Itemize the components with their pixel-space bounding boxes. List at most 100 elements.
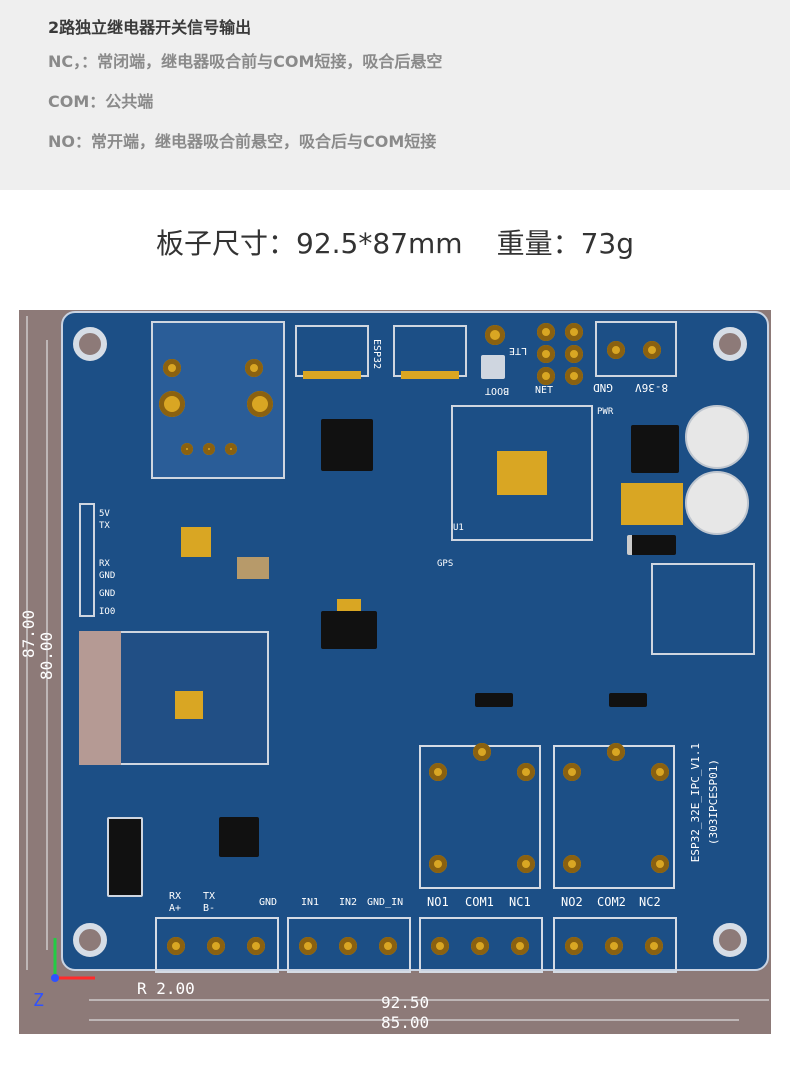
diode bbox=[627, 535, 676, 555]
uart-header bbox=[79, 503, 95, 617]
header-pin bbox=[537, 367, 555, 385]
dimension-lines bbox=[26, 316, 769, 1021]
terminal-pin bbox=[247, 937, 265, 955]
info-title: 2路独立继电器开关信号输出 bbox=[48, 18, 252, 37]
esp32-antenna bbox=[79, 631, 121, 765]
label-b-minus: B- bbox=[203, 903, 216, 914]
label-no1: NO1 bbox=[427, 895, 449, 909]
mount-hole-tr bbox=[713, 327, 747, 361]
esp32-gnd-pad bbox=[175, 691, 203, 719]
rj45-pin bbox=[245, 359, 263, 377]
axis-z-label: Z bbox=[33, 990, 44, 1011]
relay-1-terminal bbox=[419, 917, 543, 973]
info-line-no: NO：常开端，继电器吸合前悬空，吸合后与COM短接 bbox=[48, 132, 437, 151]
dim-width-inner: 85.00 bbox=[381, 1013, 430, 1032]
info-line-nc: NC，：常闭端，继电器吸合前与COM短接，吸合后悬空 bbox=[48, 52, 443, 71]
dim-width-outer: 92.50 bbox=[381, 993, 430, 1012]
header-pin bbox=[565, 345, 583, 363]
label-rx: RX bbox=[169, 891, 182, 902]
sim-card-holder bbox=[651, 563, 755, 655]
pwr-label: PWR bbox=[597, 407, 614, 417]
relay-pin bbox=[429, 763, 447, 781]
relay-driver-1 bbox=[475, 693, 513, 707]
terminal-pin bbox=[167, 937, 185, 955]
label-in2: IN2 bbox=[339, 897, 358, 908]
rs485-terminal bbox=[155, 917, 279, 973]
header-label-5v: 5V bbox=[99, 509, 110, 519]
usb-uart-chip bbox=[321, 419, 373, 471]
header-label-rx: RX bbox=[99, 559, 110, 569]
rj45-pin bbox=[225, 443, 237, 455]
net-label: NET bbox=[535, 385, 554, 396]
mount-hole-bl bbox=[73, 923, 107, 957]
relay-pin bbox=[517, 763, 535, 781]
header-pin bbox=[537, 345, 555, 363]
radius-label: R 2.00 bbox=[137, 979, 195, 998]
label-com1: COM1 bbox=[465, 895, 494, 909]
label-gnd: GND bbox=[259, 897, 278, 908]
ldo-chip bbox=[321, 611, 377, 649]
relay-pin bbox=[517, 855, 535, 873]
terminal-pin bbox=[431, 937, 449, 955]
module-center-pad bbox=[497, 451, 547, 495]
pcb-board: ESP32 LTE BOOT NET GND 8-36V PWR U1 GPS bbox=[61, 311, 769, 973]
terminal-pin bbox=[511, 937, 529, 955]
label-com2: COM2 bbox=[597, 895, 626, 909]
relay-pin bbox=[473, 743, 491, 761]
header-pin bbox=[565, 323, 583, 341]
board-weight: 重量：73g bbox=[496, 227, 634, 260]
header-label-tx: TX bbox=[99, 521, 110, 531]
rj45-pin bbox=[203, 443, 215, 455]
header-pin bbox=[537, 323, 555, 341]
info-line-com: COM：公共端 bbox=[48, 92, 154, 111]
relay-driver-2 bbox=[609, 693, 647, 707]
label-nc2: NC2 bbox=[639, 895, 661, 909]
electrolytic-cap-2 bbox=[685, 471, 749, 535]
relay-pin bbox=[651, 763, 669, 781]
ldo-tab bbox=[337, 599, 361, 611]
relay-2-terminal bbox=[553, 917, 677, 973]
led-chip bbox=[481, 355, 505, 379]
cellular-module bbox=[451, 405, 593, 541]
rj45-pin bbox=[159, 391, 185, 417]
label-no2: NO2 bbox=[561, 895, 583, 909]
terminal-pin bbox=[299, 937, 317, 955]
power-pin bbox=[643, 341, 661, 359]
relay-pin bbox=[563, 855, 581, 873]
header-pin bbox=[565, 367, 583, 385]
spec-line: 板子尺寸：92.5*87mm 重量：73g bbox=[0, 222, 790, 262]
mount-hole-tl bbox=[73, 327, 107, 361]
rs485-chip bbox=[219, 817, 259, 857]
relay-pin bbox=[563, 763, 581, 781]
gps-label: GPS bbox=[437, 559, 454, 569]
regulator-chip bbox=[631, 425, 679, 473]
terminal-pin bbox=[645, 937, 663, 955]
optocoupler-chip bbox=[107, 817, 143, 897]
header-label-io0: IO0 bbox=[99, 607, 116, 617]
u1-label: U1 bbox=[453, 523, 464, 533]
antenna-connector bbox=[485, 325, 505, 345]
terminal-pin bbox=[471, 937, 489, 955]
phy-chip bbox=[181, 527, 211, 557]
label-tx: TX bbox=[203, 891, 216, 902]
power-pin bbox=[607, 341, 625, 359]
terminal-pin bbox=[339, 937, 357, 955]
input-terminal bbox=[287, 917, 411, 973]
usb-pads bbox=[401, 371, 459, 379]
usb-pads bbox=[303, 371, 361, 379]
terminal-pin bbox=[379, 937, 397, 955]
label-in1: IN1 bbox=[301, 897, 320, 908]
info-panel: 2路独立继电器开关信号输出 NC，：常闭端，继电器吸合前与COM短接，吸合后悬空… bbox=[0, 0, 790, 190]
axis-origin bbox=[51, 974, 59, 982]
relay-pin bbox=[651, 855, 669, 873]
mount-hole-br bbox=[713, 923, 747, 957]
header-label-gnd2: GND bbox=[99, 589, 116, 599]
esp32-label: ESP32 bbox=[371, 339, 382, 370]
electrolytic-cap-1 bbox=[685, 405, 749, 469]
terminal-pin bbox=[565, 937, 583, 955]
relay-pin bbox=[429, 855, 447, 873]
rj45-pin bbox=[247, 391, 273, 417]
rj45-pin bbox=[181, 443, 193, 455]
inductor bbox=[621, 483, 683, 525]
board-size: 板子尺寸：92.5*87mm bbox=[156, 227, 463, 260]
